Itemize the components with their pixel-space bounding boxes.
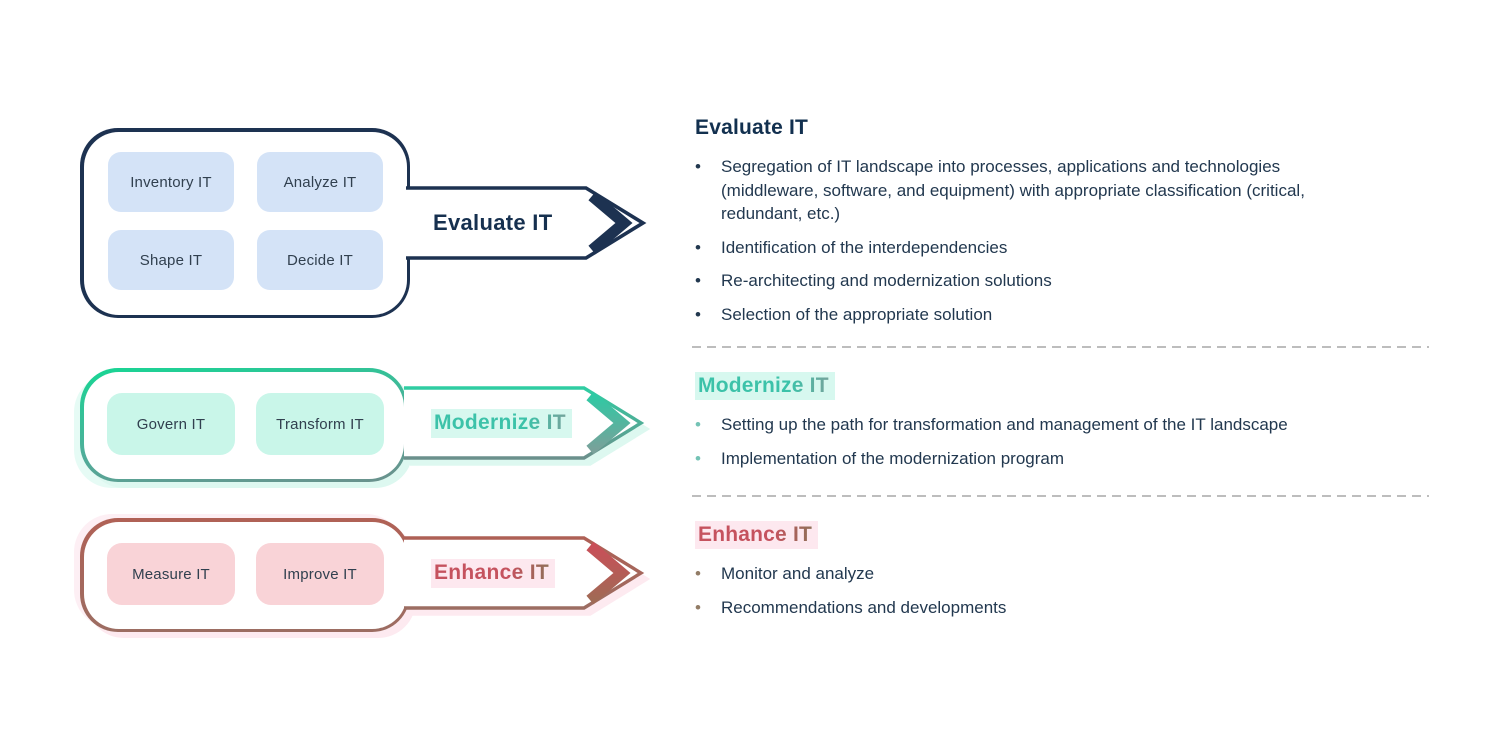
section-heading-evaluate: Evaluate IT [695, 116, 809, 139]
evaluate-arrow-label: Evaluate IT [433, 183, 552, 263]
arrow-banner-outline [404, 536, 645, 610]
bullet-text: Selection of the appropriate solution [721, 304, 993, 324]
process-box-label: Improve IT [283, 565, 357, 583]
section-divider [692, 346, 1429, 348]
heading-highlight: Modernize IT [695, 372, 835, 400]
chevron-right-icon [588, 191, 633, 255]
enhance-arrow: Enhance IT [404, 533, 649, 613]
bullet-item: • Implementation of the modernization pr… [695, 447, 1432, 471]
process-box-label: Analyze IT [283, 173, 357, 191]
label-highlight: Modernize IT [431, 408, 572, 438]
process-box-govern-it: Govern IT [107, 393, 235, 455]
arrow-banner-outline [406, 186, 647, 260]
bullet-dot: • [695, 564, 701, 583]
chevron-right-icon [586, 391, 631, 455]
arrow-banner-fill [406, 188, 643, 258]
process-box-transform-it: Transform IT [256, 393, 384, 455]
arrow-label-text: Enhance IT [434, 560, 550, 584]
arrow-label-text: Evaluate IT [433, 210, 553, 235]
heading-highlight: Enhance IT [695, 521, 819, 549]
bullet-dot: • [695, 271, 701, 290]
process-box-decide-it: Decide IT [257, 230, 383, 290]
modernize-section: Modernize IT • Setting up the path for t… [695, 372, 1432, 480]
arrow-label-text: Modernize IT [434, 410, 566, 434]
heading-text: Modernize IT [698, 374, 829, 397]
heading-text: Enhance IT [698, 523, 813, 546]
process-box-improve-it: Improve IT [256, 543, 384, 605]
process-box-measure-it: Measure IT [107, 543, 235, 605]
bullet-text: Re-architecting and modernization soluti… [721, 271, 1052, 290]
section-heading-enhance: Enhance IT [695, 521, 1432, 549]
bullet-dot: • [695, 597, 701, 617]
bullet-item: • Selection of the appropriate solution [695, 303, 1432, 327]
evaluate-arrow-svg [406, 186, 647, 260]
label-highlight: Enhance IT [431, 558, 556, 588]
bullet-dot: • [695, 448, 701, 468]
process-box-label: Inventory IT [130, 173, 212, 191]
bullet-dot: • [695, 157, 701, 176]
bullet-item: • Re-architecting and modernization solu… [695, 269, 1432, 293]
process-box-inventory-it: Inventory IT [108, 152, 234, 212]
process-box-label: Shape IT [139, 251, 203, 269]
process-box-label: Govern IT [136, 415, 206, 433]
section-heading-modernize: Modernize IT [695, 372, 1432, 400]
bullet-text: Implementation of the modernization prog… [721, 448, 1065, 468]
arrow-banner-outline [404, 386, 645, 460]
evaluate-arrow: Evaluate IT [406, 183, 651, 263]
evaluate-group-container: Inventory IT Analyze IT Shape IT Decide … [80, 128, 410, 318]
process-box-label: Measure IT [132, 565, 210, 583]
bullet-text: Identification of the interdependencies [721, 237, 1008, 257]
bullet-text: Monitor and analyze [721, 564, 875, 583]
bullet-item: • Segregation of IT landscape into proce… [695, 155, 1432, 226]
process-box-analyze-it: Analyze IT [257, 152, 383, 212]
bullet-item: • Monitor and analyze [695, 562, 1432, 586]
chevron-right-icon [586, 541, 631, 605]
enhance-group-container: Measure IT Improve IT [80, 518, 410, 632]
evaluate-section: Evaluate IT • Segregation of IT landscap… [695, 116, 1432, 336]
process-box-label: Decide IT [287, 251, 353, 269]
section-divider [692, 495, 1429, 497]
modernize-arrow-label: Modernize IT [431, 383, 572, 463]
enhance-section: Enhance IT • Monitor and analyze • Recom… [695, 521, 1432, 629]
process-box-label: Transform IT [276, 415, 364, 433]
bullet-dot: • [695, 237, 701, 257]
modernize-arrow: Modernize IT [404, 383, 649, 463]
bullet-text: Segregation of IT landscape into process… [721, 157, 1305, 223]
bullet-dot: • [695, 415, 701, 434]
bullet-item: • Recommendations and developments [695, 596, 1432, 620]
enhance-arrow-label: Enhance IT [431, 533, 556, 613]
bullet-text: Setting up the path for transformation a… [721, 415, 1288, 434]
bullet-dot: • [695, 304, 701, 324]
bullet-item: • Identification of the interdependencie… [695, 236, 1432, 260]
process-box-shape-it: Shape IT [108, 230, 234, 290]
bullet-item: • Setting up the path for transformation… [695, 413, 1432, 437]
modernize-group-container: Govern IT Transform IT [80, 368, 407, 482]
bullet-text: Recommendations and developments [721, 597, 1007, 617]
